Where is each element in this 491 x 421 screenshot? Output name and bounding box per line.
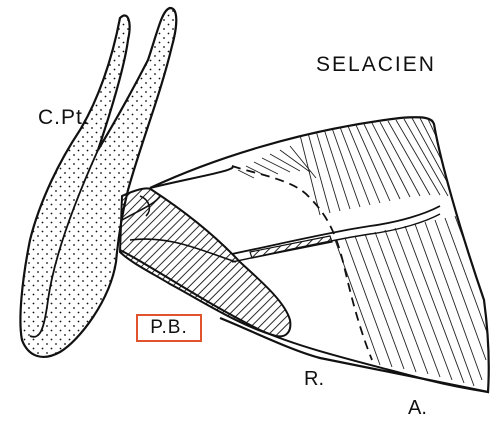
label-p-b-highlight: P.B.: [136, 314, 202, 342]
label-c-pt: C.Pt.: [38, 107, 90, 128]
radial-rod-upper: [232, 206, 440, 254]
label-r: R.: [304, 369, 324, 389]
label-p-b: P.B.: [150, 317, 187, 339]
dashed-boundary: [232, 166, 372, 360]
coraco-pterygoid-cartilage: [20, 8, 176, 357]
label-a: A.: [408, 398, 427, 418]
diagram-title: SELACIEN: [316, 54, 436, 75]
